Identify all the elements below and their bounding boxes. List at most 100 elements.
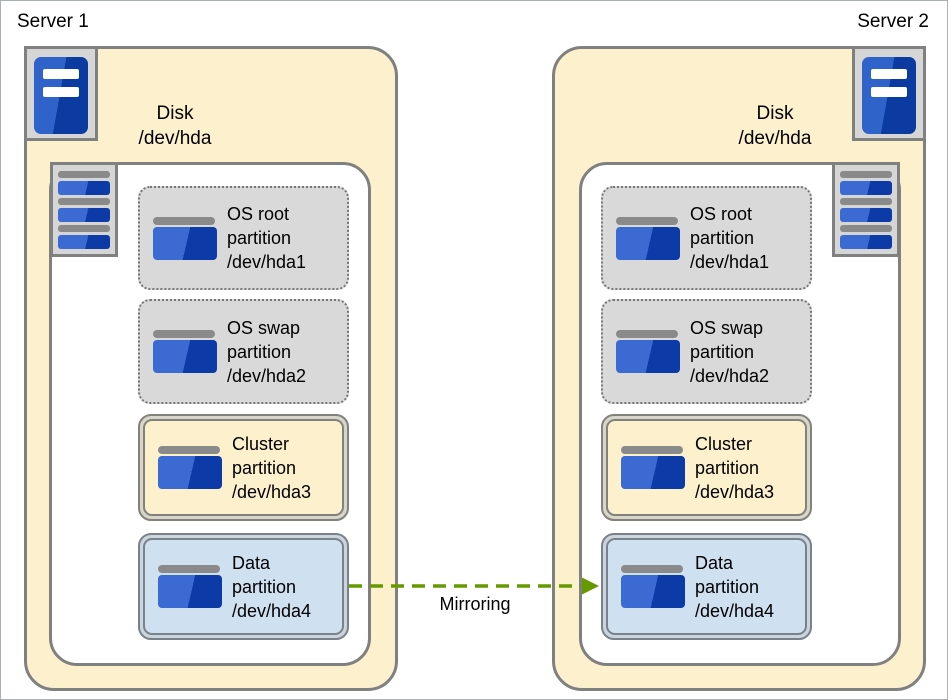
disk-platter: [840, 198, 892, 205]
partition-icon: [153, 330, 217, 373]
partition-content: Cluster partition /dev/hda3: [608, 432, 774, 504]
mirroring-arrow: [349, 577, 599, 595]
partition-name-line: partition: [695, 457, 760, 478]
partition-name-line: Cluster: [232, 433, 290, 454]
server-tower-icon: [862, 57, 916, 134]
disk-platter: [58, 171, 110, 178]
disk-platter: [58, 208, 110, 222]
partition-name-line: partition: [227, 228, 292, 248]
partition-label: Data partition /dev/hda4: [695, 551, 774, 623]
disk-platter: [58, 198, 110, 205]
partition-icon-body: [616, 340, 680, 373]
server2-server-icon-frame: [852, 46, 926, 141]
disk-stack-icon: [840, 171, 892, 249]
server2-disk-icon-frame: [832, 162, 900, 257]
partition-name-line: partition: [695, 576, 760, 597]
partition-inner: Data partition /dev/hda4: [606, 538, 807, 635]
partition-icon: [621, 565, 685, 608]
disk-platter: [840, 225, 892, 232]
partition-device: /dev/hda2: [690, 365, 770, 386]
server1-label: Server 1: [17, 11, 89, 32]
partition-name-line: OS root: [227, 204, 290, 224]
partition-label: Cluster partition /dev/hda3: [695, 432, 774, 504]
server2-partition-os-swap: OS swap partition /dev/hda2: [601, 299, 812, 404]
partition-name-line: partition: [690, 341, 755, 362]
disk-platter: [840, 181, 892, 195]
partition-icon-body: [158, 456, 222, 489]
server1-partition-cluster: Cluster partition /dev/hda3: [138, 414, 349, 521]
partition-content: Data partition /dev/hda4: [608, 551, 774, 623]
server-slot-icon: [43, 87, 79, 97]
server2-disk-label: Disk /dev/hda: [675, 101, 875, 151]
partition-name-line: OS swap: [227, 317, 301, 338]
disk-platter: [840, 171, 892, 178]
arrowhead-icon: [582, 577, 599, 595]
partition-device: /dev/hda3: [695, 481, 775, 502]
server-slot-icon: [871, 87, 907, 97]
server1-partition-os-swap: OS swap partition /dev/hda2: [138, 299, 349, 404]
partition-device: /dev/hda1: [227, 252, 307, 272]
partition-icon-body: [153, 340, 217, 373]
partition-label: Cluster partition /dev/hda3: [232, 432, 311, 504]
partition-icon-bar: [158, 565, 220, 573]
partition-label: OS swap partition /dev/hda2: [227, 316, 306, 388]
server1-disk-icon-frame: [50, 162, 118, 257]
server1-partition-data: Data partition /dev/hda4: [138, 533, 349, 640]
disk-platter: [58, 235, 110, 249]
partition-name-line: OS swap: [690, 317, 764, 338]
partition-name-line: partition: [227, 341, 292, 362]
partition-content: OS swap partition /dev/hda2: [603, 316, 769, 388]
partition-icon-body: [621, 456, 685, 489]
disk-platter: [58, 181, 110, 195]
server2-partition-data: Data partition /dev/hda4: [601, 533, 812, 640]
partition-icon-body: [616, 226, 680, 260]
partition-name-line: OS root: [690, 204, 753, 224]
server2-partition-os-root: OS root partition /dev/hda1: [601, 186, 812, 290]
partition-icon: [616, 330, 680, 373]
partition-icon-body: [621, 575, 685, 608]
disk-title: Disk: [756, 103, 794, 124]
server-tower-icon: [34, 57, 88, 134]
partition-icon: [621, 446, 685, 489]
partition-name-line: partition: [690, 228, 755, 248]
partition-inner: Cluster partition /dev/hda3: [606, 419, 807, 516]
server1-partition-os-root: OS root partition /dev/hda1: [138, 186, 349, 290]
disk-platter: [58, 225, 110, 232]
partition-name-line: Data: [695, 552, 734, 573]
partition-icon: [158, 446, 222, 489]
partition-inner: Data partition /dev/hda4: [143, 538, 344, 635]
partition-content: Data partition /dev/hda4: [145, 551, 311, 623]
disk-platter: [840, 235, 892, 249]
server-slot-icon: [871, 69, 907, 79]
partition-name-line: Cluster: [695, 433, 753, 454]
partition-icon-bar: [616, 330, 678, 338]
partition-name-line: Data: [232, 552, 271, 573]
partition-device: /dev/hda1: [690, 252, 770, 272]
partition-icon-bar: [158, 446, 220, 454]
partition-icon: [616, 216, 680, 260]
partition-icon-body: [158, 575, 222, 608]
partition-icon-bar: [621, 565, 683, 573]
partition-content: OS swap partition /dev/hda2: [140, 316, 306, 388]
disk-stack-icon: [58, 171, 110, 249]
partition-device: /dev/hda4: [232, 600, 312, 621]
partition-icon-bar: [616, 216, 678, 225]
server1-disk-label: Disk /dev/hda: [75, 101, 275, 151]
partition-icon-body: [153, 226, 217, 260]
partition-label: OS swap partition /dev/hda2: [690, 316, 769, 388]
partition-icon: [153, 216, 217, 260]
partition-icon-bar: [153, 216, 215, 225]
disk-device: /dev/hda: [738, 128, 812, 149]
partition-icon-bar: [153, 330, 215, 338]
partition-content: OS root partition /dev/hda1: [603, 202, 769, 274]
partition-inner: Cluster partition /dev/hda3: [143, 419, 344, 516]
server1-server-icon-frame: [24, 46, 98, 141]
partition-name-line: partition: [232, 457, 297, 478]
disk-platter: [840, 208, 892, 222]
partition-label: OS root partition /dev/hda1: [227, 202, 306, 274]
partition-content: OS root partition /dev/hda1: [140, 202, 306, 274]
partition-device: /dev/hda3: [232, 481, 312, 502]
server2-partition-cluster: Cluster partition /dev/hda3: [601, 414, 812, 521]
partition-label: OS root partition /dev/hda1: [690, 202, 769, 274]
